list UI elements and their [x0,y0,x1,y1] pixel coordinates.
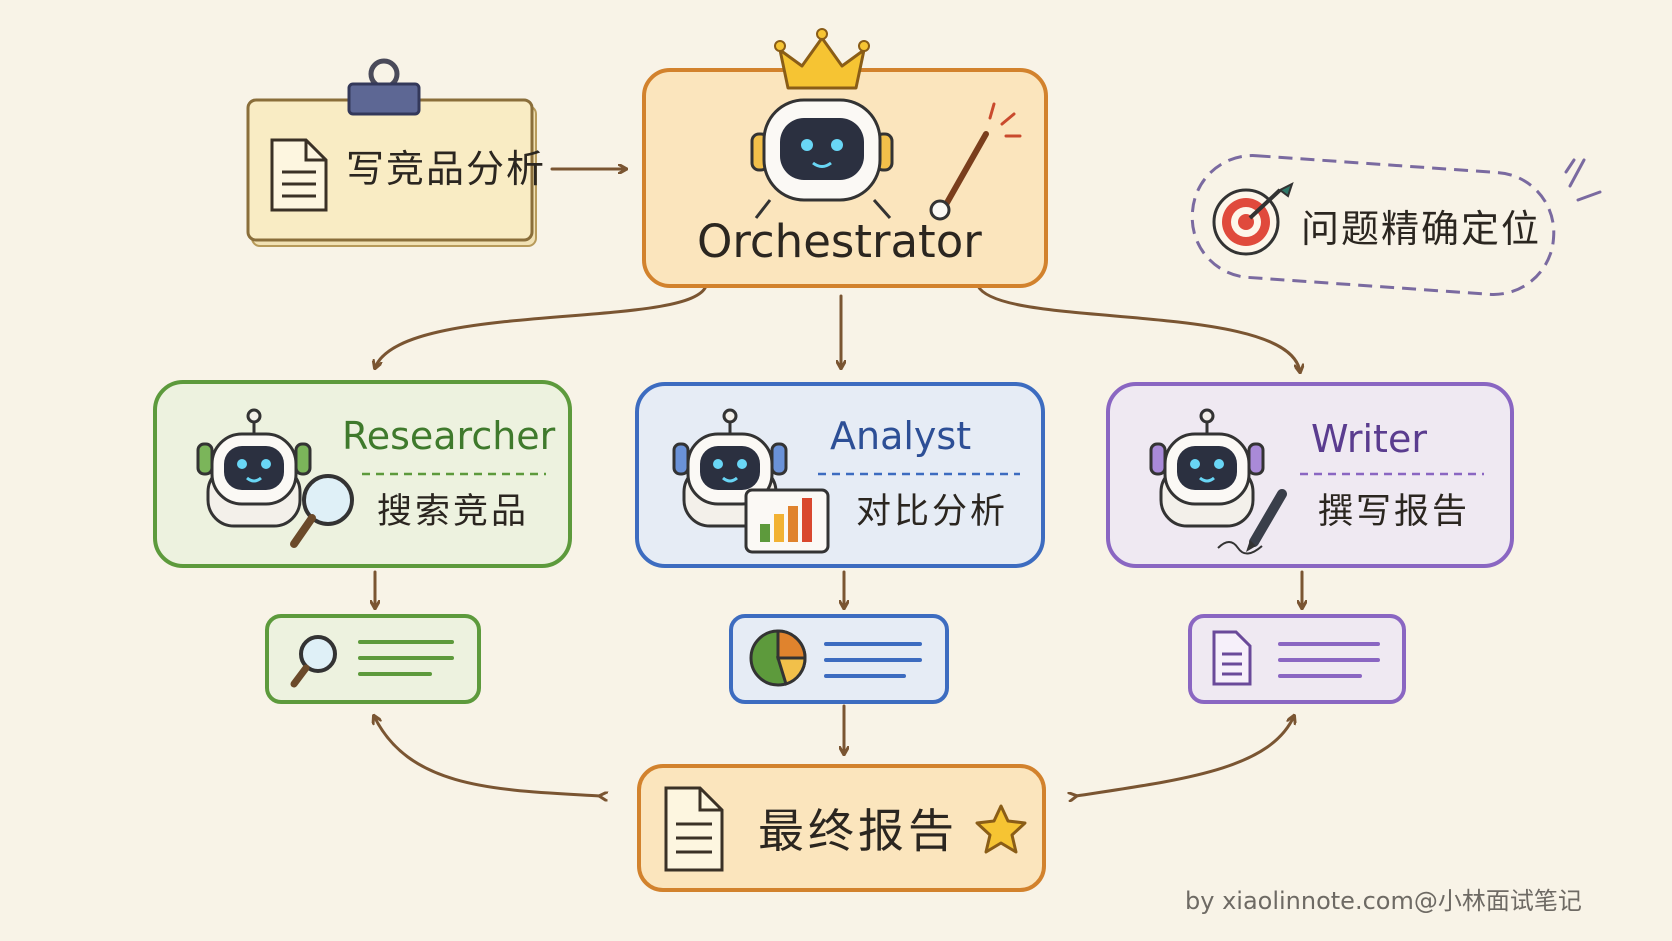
magnifier-icon [290,474,354,548]
task-note-label: 写竞品分析 [346,147,547,191]
pie-chart-icon [749,629,807,687]
arrow-final-to-writer-output [1076,716,1294,796]
arrow-final-to-researcher-output [374,716,600,796]
bar-chart-icon [744,488,830,554]
task-note [246,58,537,247]
writer-task: 撰写报告 [1318,492,1471,532]
orchestrator-node [642,28,1048,288]
focus-note-label: 问题精确定位 [1301,207,1542,251]
search-icon [290,635,337,688]
target-icon [1212,182,1294,256]
connectors [374,169,1302,796]
researcher-output [265,614,481,704]
pen-icon [1217,489,1287,555]
crown-icon [774,28,870,90]
arrow-orch-to-writer [976,284,1300,372]
orchestrator-label: Orchestrator [697,215,982,268]
writer-output [1188,614,1406,704]
report-doc-icon [664,786,724,872]
analyst-card [635,382,1045,568]
star-icon [975,804,1027,854]
analyst-robot-icon [672,408,788,528]
magic-wand-icon [929,102,1022,221]
analyst-role: Analyst [830,414,972,458]
researcher-role: Researcher [342,414,556,458]
writer-robot-icon [1149,408,1265,528]
writer-role: Writer [1311,417,1427,461]
writer-card [1106,382,1514,568]
researcher-robot-icon [196,408,312,528]
analyst-output [729,614,949,704]
orchestrator-robot-icon [750,98,894,219]
credit-text: by xiaolinnote.com@小林面试笔记 [1185,887,1582,915]
doc-icon [1212,630,1252,686]
focus-note [1190,154,1602,296]
arrow-orch-to-researcher [375,284,708,368]
researcher-card [153,380,572,568]
final-report-label: 最终报告 [758,804,958,858]
researcher-task: 搜索竞品 [377,492,530,532]
final-report-node [637,764,1046,892]
document-icon [270,138,328,212]
binder-clip-icon [347,58,421,116]
analyst-task: 对比分析 [856,492,1009,532]
